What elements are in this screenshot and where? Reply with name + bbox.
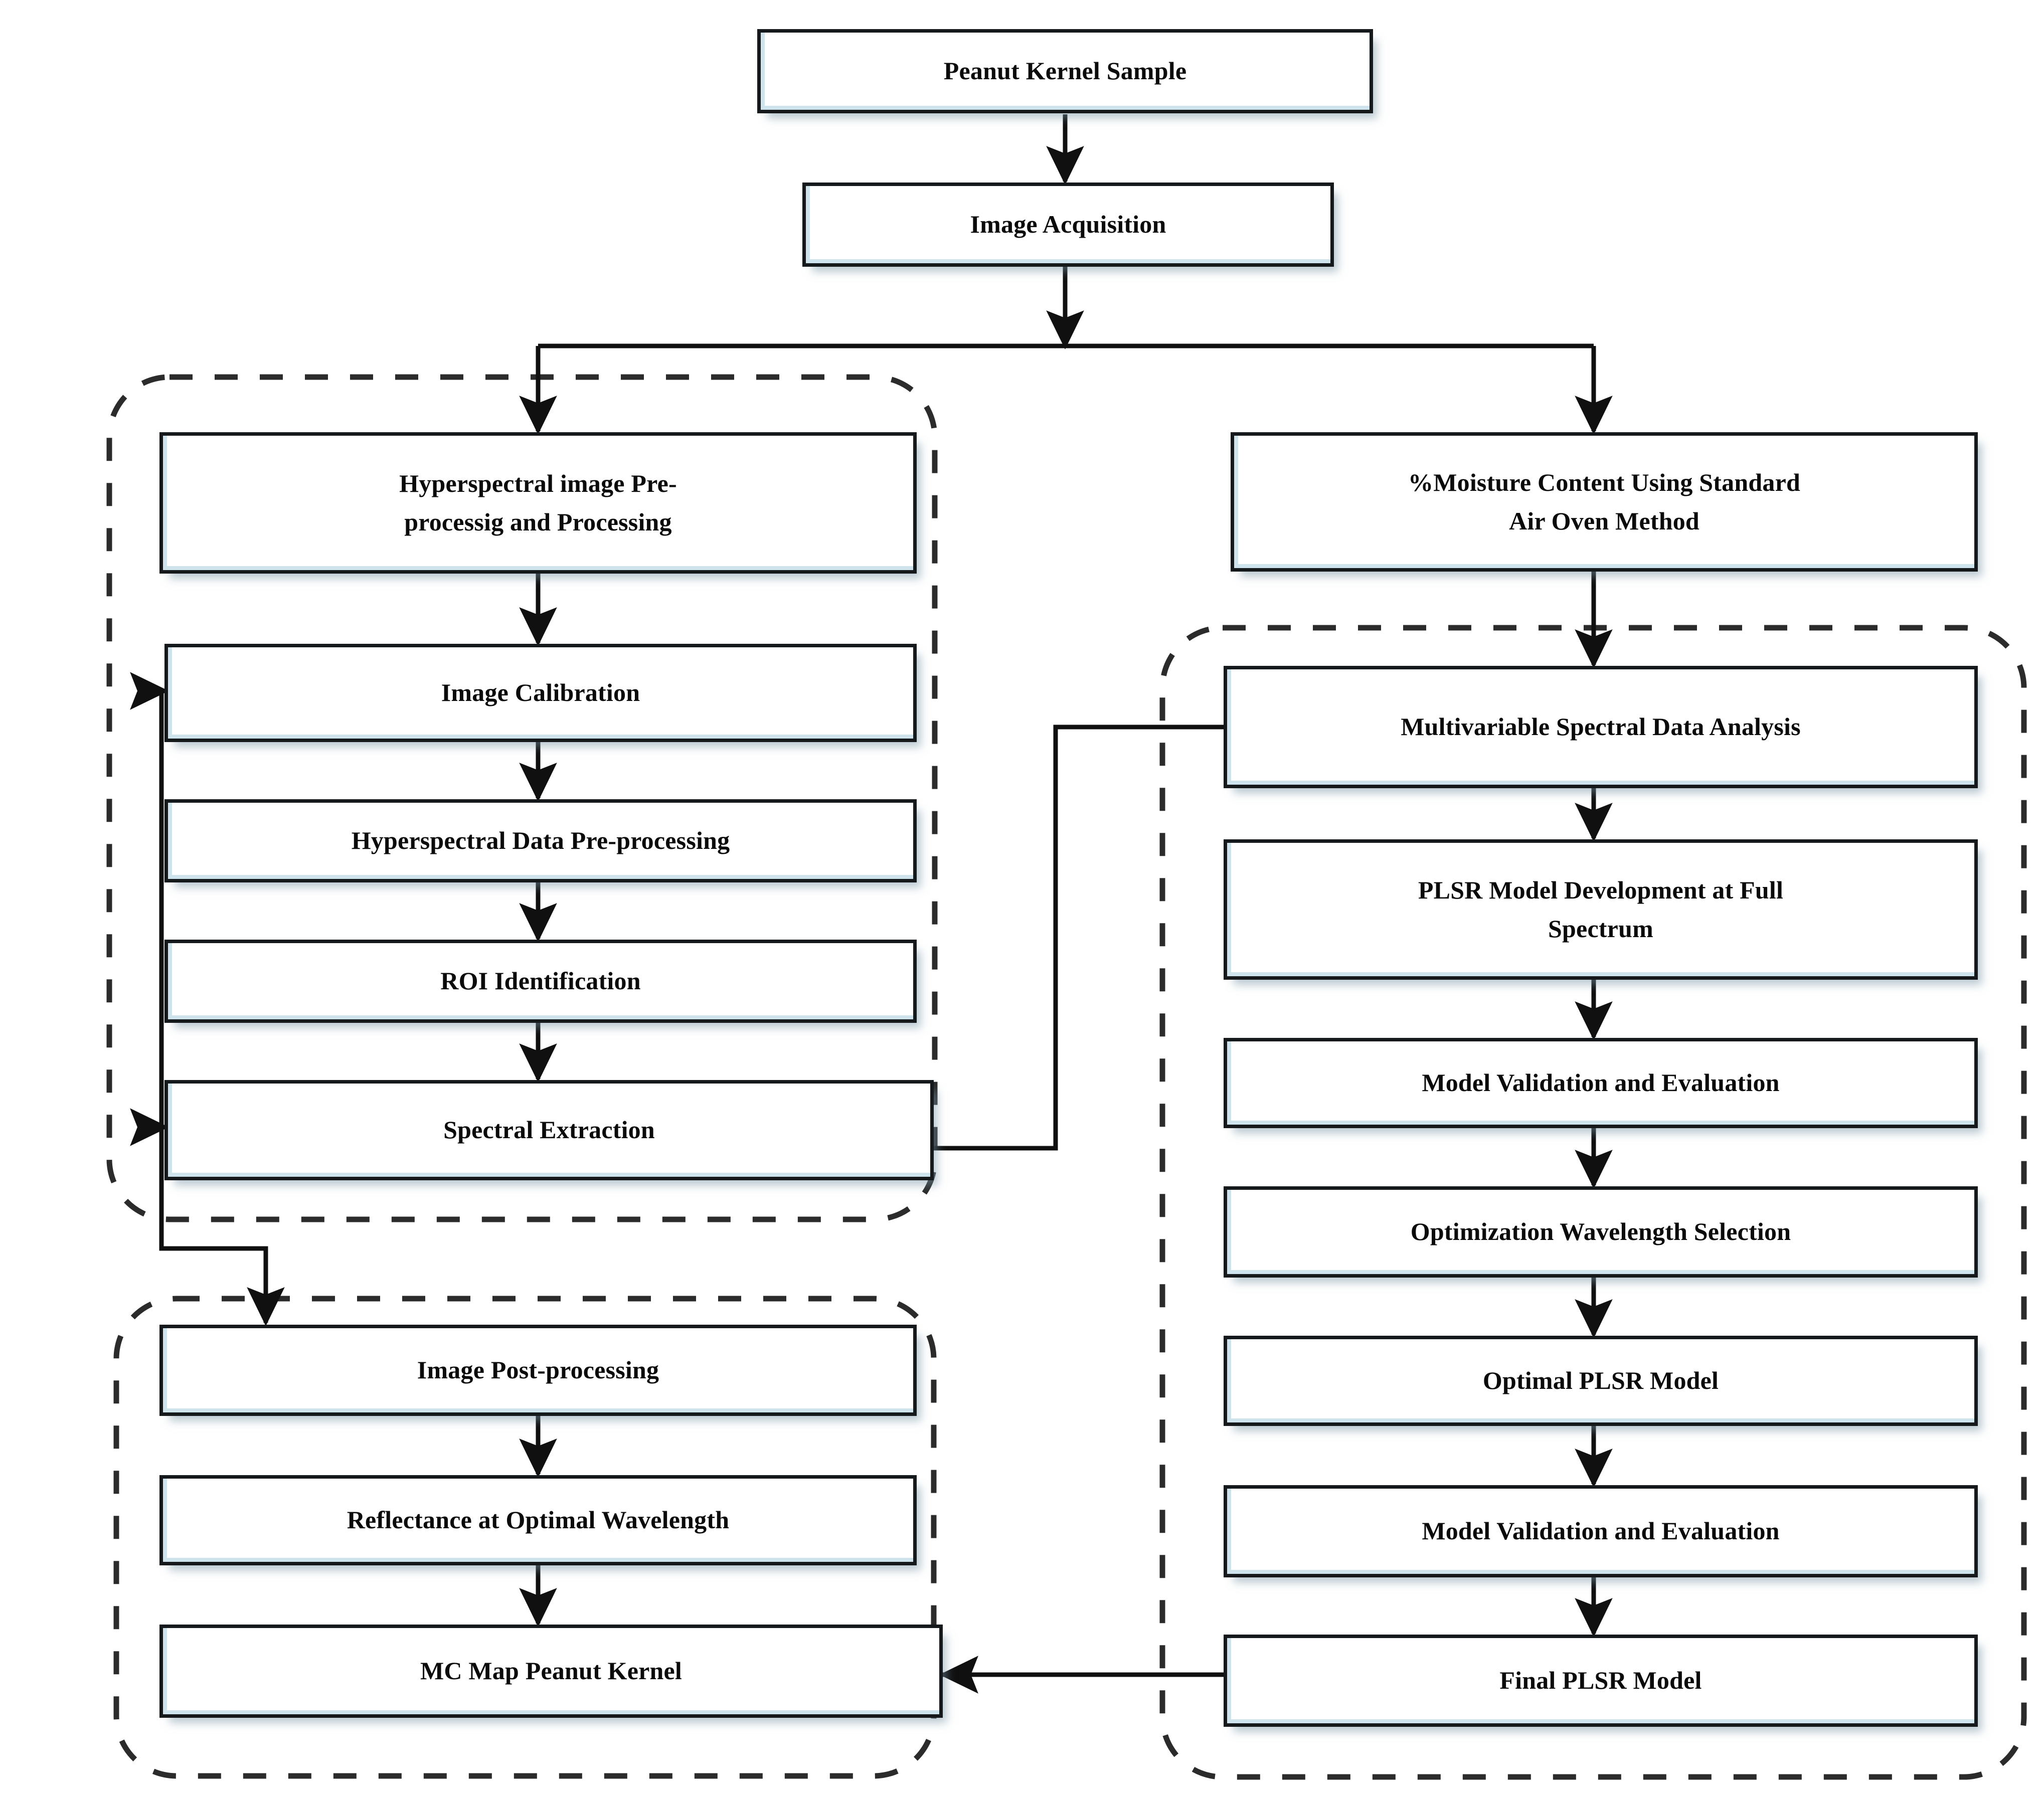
node-label: Image Acquisition <box>970 210 1166 239</box>
group-image-output <box>113 1296 937 1779</box>
node-peanut-kernel-sample[interactable]: Peanut Kernel Sample <box>757 29 1373 113</box>
node-label: Final PLSR Model <box>1499 1666 1702 1695</box>
node-label: Image Calibration <box>441 678 640 707</box>
node-hyperspectral-image-pre-processing[interactable]: Hyperspectral image Pre- processig and P… <box>159 432 917 574</box>
node-label: Peanut Kernel Sample <box>943 57 1187 85</box>
node-label: ROI Identification <box>440 967 641 995</box>
node-label: Multivariable Spectral Data Analysis <box>1401 712 1801 741</box>
node-image-acquisition[interactable]: Image Acquisition <box>802 183 1334 267</box>
node-mc-map-peanut-kernel[interactable]: MC Map Peanut Kernel <box>159 1625 943 1718</box>
node-optimization-wavelength-selection[interactable]: Optimization Wavelength Selection <box>1224 1186 1978 1278</box>
node-label: Optimal PLSR Model <box>1482 1366 1719 1395</box>
node-label: Hyperspectral Data Pre-processing <box>351 826 730 855</box>
node-roi-identification[interactable]: ROI Identification <box>164 940 917 1023</box>
node-image-calibration[interactable]: Image Calibration <box>164 644 917 742</box>
node-label: PLSR Model Development at Full Spectrum <box>1418 875 1784 943</box>
node-model-validation-and-evaluation-1[interactable]: Model Validation and Evaluation <box>1224 1038 1978 1128</box>
node-label: Image Post-processing <box>417 1356 659 1384</box>
node-label: Spectral Extraction <box>443 1116 655 1144</box>
node-model-validation-and-evaluation-2[interactable]: Model Validation and Evaluation <box>1224 1485 1978 1577</box>
node-multivariable-spectral-data-analysis[interactable]: Multivariable Spectral Data Analysis <box>1224 666 1978 788</box>
node-label: Hyperspectral image Pre- processig and P… <box>399 469 677 536</box>
node-moisture-content-air-oven-method[interactable]: %Moisture Content Using Standard Air Ove… <box>1231 432 1978 572</box>
node-label: Optimization Wavelength Selection <box>1410 1217 1791 1246</box>
node-label: %Moisture Content Using Standard Air Ove… <box>1408 468 1800 535</box>
node-spectral-extraction[interactable]: Spectral Extraction <box>164 1080 934 1180</box>
node-final-plsr-model[interactable]: Final PLSR Model <box>1224 1635 1978 1727</box>
node-plsr-model-development-full-spectrum[interactable]: PLSR Model Development at Full Spectrum <box>1224 839 1978 980</box>
node-label: Model Validation and Evaluation <box>1422 1068 1780 1097</box>
node-optimal-plsr-model[interactable]: Optimal PLSR Model <box>1224 1336 1978 1426</box>
node-image-post-processing[interactable]: Image Post-processing <box>159 1325 917 1416</box>
node-hyperspectral-data-pre-processing[interactable]: Hyperspectral Data Pre-processing <box>164 799 917 882</box>
node-reflectance-at-optimal-wavelength[interactable]: Reflectance at Optimal Wavelength <box>159 1475 917 1565</box>
node-label: MC Map Peanut Kernel <box>420 1657 682 1685</box>
node-label: Reflectance at Optimal Wavelength <box>347 1506 730 1534</box>
node-label: Model Validation and Evaluation <box>1422 1517 1780 1545</box>
